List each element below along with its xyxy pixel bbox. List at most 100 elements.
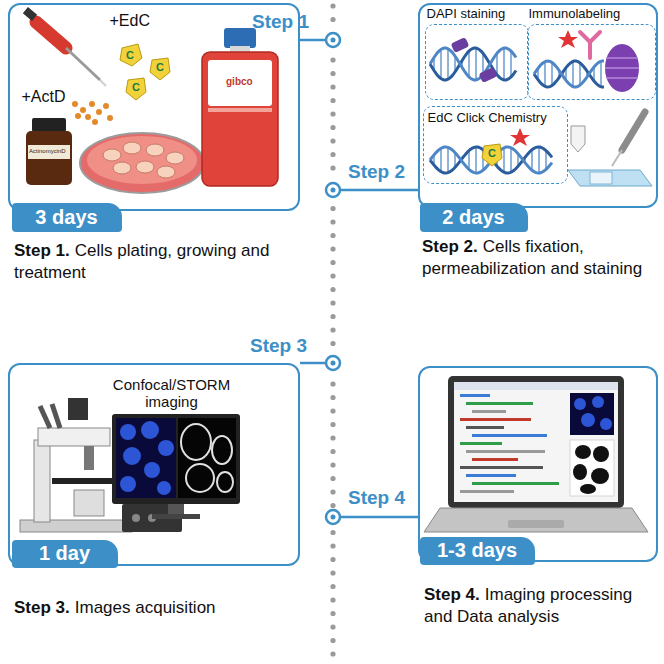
illustration-part	[330, 381, 335, 386]
illustration-part	[136, 161, 154, 173]
illustration-part	[472, 434, 547, 437]
illustration-part	[466, 474, 516, 477]
illustration-part	[331, 361, 336, 366]
illustration-part	[208, 108, 272, 112]
illustration-part	[538, 147, 540, 173]
illustration-part	[571, 126, 585, 152]
illustration-part	[103, 142, 184, 178]
illustration-part	[103, 149, 121, 161]
illustration-part	[330, 489, 335, 494]
illustration-part	[472, 410, 506, 413]
illustration-part	[580, 484, 596, 494]
illustration-part	[40, 406, 50, 428]
illustration-part	[146, 144, 164, 156]
illustration-part	[330, 98, 335, 103]
illustration-part	[72, 101, 78, 107]
illustration-part	[202, 52, 278, 186]
illustration-part	[460, 418, 531, 421]
code-lines	[460, 394, 559, 493]
illustration-part	[573, 445, 609, 494]
dashed-frame	[527, 24, 656, 100]
illustration-part	[330, 476, 335, 481]
illustration-part	[331, 38, 336, 43]
illustration-part	[75, 113, 81, 119]
illustration-part	[570, 440, 614, 496]
illustration-part	[340, 189, 418, 192]
illustration-part	[575, 445, 591, 459]
edc-letter: C	[488, 147, 496, 159]
step-circle-dots	[331, 38, 336, 520]
edc-letter: C	[156, 61, 164, 73]
caption-step-number: Step 1.	[14, 241, 70, 260]
illustration-part	[451, 37, 470, 53]
step-caption: Step 1.Cells plating, growing and treatm…	[14, 240, 294, 284]
illustration-part	[592, 396, 604, 408]
illustration-part	[330, 152, 335, 157]
illustration-part	[330, 341, 335, 346]
illustration-part	[120, 421, 174, 495]
illustration-part	[132, 514, 140, 522]
reagent-label: +EdC	[110, 12, 150, 30]
illustration-part	[531, 150, 533, 171]
illustration-part	[605, 58, 639, 78]
illustration-part	[572, 61, 574, 86]
method-title: DAPI staining	[425, 6, 529, 21]
illustration-part	[23, 7, 37, 21]
step-panel: DAPI stainingImmunolabelingEdC Click Che…	[418, 3, 658, 208]
illustration-part	[326, 33, 340, 47]
illustration-part	[534, 61, 604, 87]
method-box: Immunolabeling	[527, 6, 656, 100]
illustration-part	[330, 584, 335, 589]
illustration-part	[448, 376, 624, 508]
illustration-part	[157, 481, 171, 495]
illustration-part	[454, 382, 618, 502]
illustration-part	[178, 418, 236, 498]
illustration-part	[330, 17, 335, 22]
illustration-part	[116, 418, 176, 498]
illustration-part	[330, 597, 335, 602]
method-title: EdC Click Chemistry	[423, 106, 568, 125]
illustration-part	[330, 273, 335, 278]
product-label: ActinomycinD	[29, 148, 66, 155]
illustration-part	[440, 148, 442, 171]
illustration-part	[330, 3, 335, 8]
illustration-part	[558, 30, 578, 48]
illustration-part	[330, 611, 335, 616]
dashed-frame	[425, 24, 529, 100]
illustration-part	[120, 476, 136, 492]
illustration-part	[224, 28, 256, 48]
step-caption: Step 4.Imaging processing and Data analy…	[424, 584, 656, 628]
step-label: Step 1	[252, 12, 309, 33]
illustration-part	[330, 206, 335, 211]
caption-step-number: Step 4.	[424, 585, 480, 604]
illustration-part	[330, 395, 335, 400]
step-connectors	[300, 40, 418, 517]
illustration-part	[144, 462, 160, 478]
microscope	[20, 398, 182, 532]
pipette	[23, 7, 106, 86]
step-panel: 1-3 days	[418, 366, 658, 562]
dapi-marks	[451, 37, 498, 83]
illustration-part	[466, 450, 545, 453]
illustration-part	[606, 77, 638, 79]
illustration-part	[330, 530, 335, 535]
illustration-part	[330, 422, 335, 427]
caption-step-number: Step 3.	[14, 598, 70, 617]
illustration-part	[460, 466, 543, 469]
illustration-part	[208, 60, 272, 106]
method-box: EdC Click Chemistry	[423, 106, 568, 184]
illustration-part	[460, 442, 502, 445]
illustration-part	[158, 440, 174, 456]
illustration-part	[600, 418, 612, 430]
illustration-part	[330, 624, 335, 629]
duration-text: 1 day	[39, 542, 90, 565]
illustration-part	[590, 172, 612, 184]
illustration-part	[330, 138, 335, 143]
illustration-part	[468, 51, 470, 77]
illustration-part	[574, 398, 586, 410]
illustration-part	[217, 472, 233, 492]
illustration-part	[107, 115, 113, 121]
duration-text: 3 days	[35, 206, 97, 229]
illustration-part	[300, 39, 326, 42]
illustration-part	[66, 48, 100, 80]
